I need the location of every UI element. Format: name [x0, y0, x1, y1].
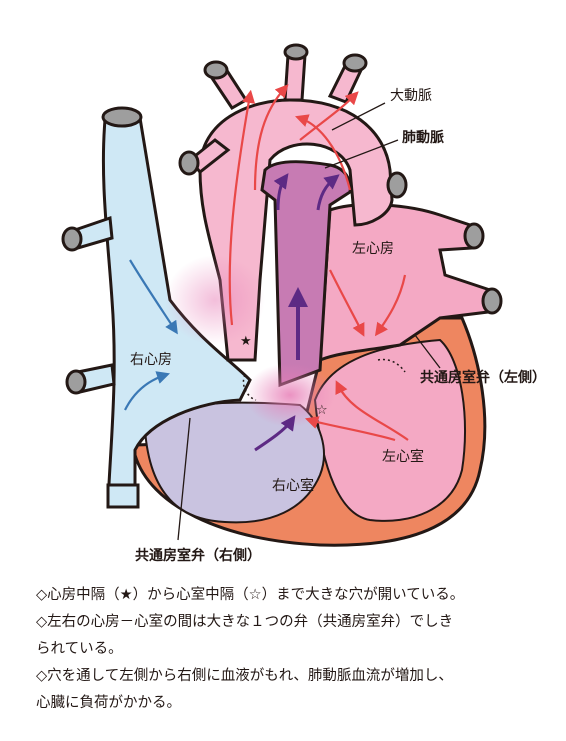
- vein-cap-lower: [65, 369, 87, 395]
- ventricular-defect-star: ☆: [316, 403, 328, 418]
- aorta-leader: [331, 102, 386, 131]
- pulmonary-leader: [324, 139, 399, 169]
- aorta-branch-left: [187, 138, 231, 175]
- pulmonary-artery: [260, 160, 352, 388]
- ivc-stub: [106, 483, 140, 509]
- blue-flow-arrows: [124, 259, 178, 411]
- atrial-mixing-area: [165, 255, 265, 345]
- label-pulmonary-artery: 肺動脈: [402, 129, 444, 146]
- label-right-atrium: 右心房: [130, 352, 172, 368]
- aorta-branch-mid: [283, 53, 307, 102]
- heart-diagram: 大動脈 肺動脈 左心房 右心房 共通房室弁（左側） 左心室 右心室 共通房室弁（…: [61, 43, 546, 564]
- label-left-atrium: 左心房: [352, 241, 394, 257]
- vein-cap-upper: [61, 226, 83, 252]
- svc-cap: [101, 106, 143, 128]
- red-flow-arrows: [228, 84, 409, 442]
- la-vein-cap-1: [463, 222, 485, 250]
- caption-line-5: 心臓に負荷がかかる。: [36, 695, 181, 711]
- valve-right-leader: [177, 417, 191, 541]
- label-common-av-valve-left: 共通房室弁（左側）: [420, 369, 546, 386]
- label-common-av-valve-right: 共通房室弁（右側）: [135, 547, 261, 564]
- aorta-cap-5: [386, 171, 408, 199]
- aorta-cap-2: [283, 43, 309, 61]
- aorta-cap-1: [203, 60, 229, 80]
- caption-line-3: られている。: [36, 641, 123, 657]
- valve-leaflet-right: [242, 374, 257, 401]
- caption-line-1: ◇心房中隔（★）から心室中隔（☆）まで大きな穴が開いている。: [36, 587, 465, 603]
- purple-flow-arrows: [254, 173, 340, 452]
- aorta-cap-3: [342, 53, 368, 73]
- atrial-defect-star: ★: [240, 334, 252, 349]
- caption: ◇心房中隔（★）から心室中隔（☆）まで大きな穴が開いている。 ◇左右の心房－心室…: [36, 582, 556, 717]
- shunt-mixing-area: [245, 363, 335, 427]
- valve-left-leader: [414, 334, 441, 369]
- label-left-ventricle: 左心室: [382, 448, 424, 465]
- label-right-ventricle: 右心室: [272, 477, 314, 494]
- left-ventricle: [313, 338, 467, 522]
- label-aorta: 大動脈: [390, 88, 432, 104]
- caption-line-4: ◇穴を通して左側から右側に血液がもれ、肺動脈血流が増加し、: [36, 668, 453, 684]
- aorta-cap-4: [178, 150, 200, 176]
- la-vein-cap-2: [481, 287, 503, 315]
- caption-line-2: ◇左右の心房－心室の間は大きな１つの弁（共通房室弁）でしき: [36, 614, 454, 630]
